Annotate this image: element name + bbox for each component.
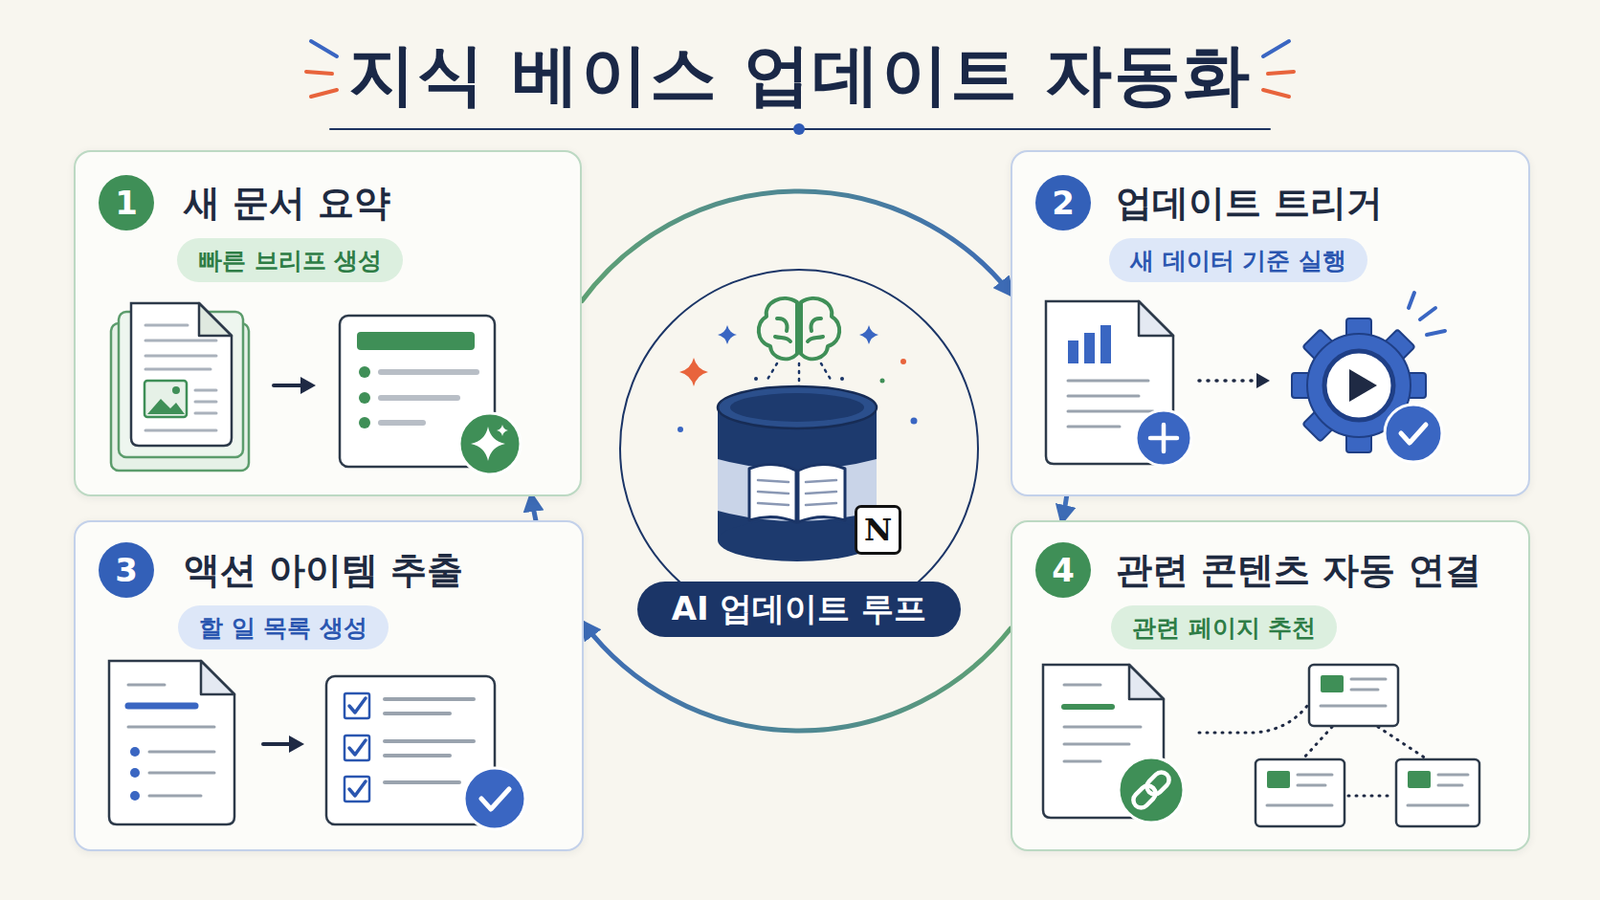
step-number-text: 4 <box>1051 554 1075 587</box>
step-panel: 액션 아이템 추출 3 할 일 목록 생성 <box>73 520 584 852</box>
title-decoration <box>330 128 1270 131</box>
sparkle-decoration <box>911 418 918 425</box>
database-icon <box>730 393 865 423</box>
title-decoration <box>306 71 333 74</box>
database-icon <box>717 386 877 562</box>
step-tag: 관련 페이지 추천 <box>1111 605 1337 650</box>
sparkle-decoration <box>798 363 801 416</box>
title-decoration <box>1267 71 1294 74</box>
title-decoration <box>793 123 805 135</box>
sparkle-decoration <box>679 357 709 387</box>
sparkle-decoration <box>717 325 737 345</box>
sparkle-decoration <box>677 325 918 433</box>
step-heading: 관련 콘텐츠 자동 연결 <box>1115 542 1482 599</box>
database-icon <box>749 464 797 523</box>
database-icon <box>805 503 837 506</box>
logo-letter: N <box>864 514 892 546</box>
step-number-text: 1 <box>114 186 138 220</box>
sparkle-decoration <box>840 377 845 381</box>
notion-logo: N <box>854 505 902 556</box>
loop-arrow <box>581 191 1011 302</box>
step-tag-text: 새 데이터 기준 실행 <box>1130 244 1347 277</box>
step-panel: 새 문서 요약 1 빠른 브리프 생성 <box>73 150 582 497</box>
database-icon <box>757 480 789 483</box>
sparkle-decoration <box>880 378 886 384</box>
brain-icon <box>758 298 840 359</box>
title-decoration <box>311 89 337 97</box>
brain-icon <box>800 298 840 359</box>
brain-icon <box>777 318 788 332</box>
step-tag: 새 데이터 기준 실행 <box>1109 238 1368 283</box>
sparkle-decoration <box>859 325 879 345</box>
database-icon <box>717 519 877 562</box>
title-decoration <box>311 41 337 57</box>
database-icon <box>805 480 837 483</box>
database-icon <box>717 386 877 429</box>
step-number: 1 <box>98 175 155 231</box>
database-icon <box>805 491 837 494</box>
database-icon <box>757 503 789 506</box>
step-panel: 관련 콘텐츠 자동 연결 4 관련 페이지 추천 <box>1010 520 1531 852</box>
loop-pill: AI 업데이트 루프 <box>637 581 961 638</box>
step-number: 3 <box>98 542 155 599</box>
center-circle <box>620 269 978 628</box>
step-heading: 새 문서 요약 <box>183 175 391 231</box>
step-number-text: 3 <box>114 554 138 587</box>
step-tag-text: 빠른 브리프 생성 <box>198 244 382 277</box>
title-decoration <box>1263 41 1289 57</box>
loop-arrow <box>531 496 536 521</box>
step-number: 4 <box>1035 542 1091 599</box>
step-tag: 빠른 브리프 생성 <box>177 238 403 283</box>
brain-icon <box>775 336 791 342</box>
database-icon <box>717 407 877 541</box>
loop-arrow <box>583 623 1011 732</box>
step-number-text: 2 <box>1051 186 1075 220</box>
sparkle-decoration <box>765 363 778 383</box>
step-heading: 업데이트 트리거 <box>1115 175 1383 231</box>
database-icon <box>798 464 845 523</box>
step-panel: 업데이트 트리거 2 새 데이터 기준 실행 <box>1010 150 1531 497</box>
brain-icon <box>758 298 798 359</box>
sparkle-decoration <box>900 358 907 365</box>
loop-label: AI 업데이트 루프 <box>671 587 928 632</box>
step-tag-text: 관련 페이지 추천 <box>1132 612 1316 645</box>
database-icon <box>757 480 837 506</box>
title-decoration <box>1263 89 1289 97</box>
sparkle-decoration <box>754 377 758 381</box>
center-circle <box>620 269 978 628</box>
sparkle-decoration <box>821 363 833 383</box>
sparkle-decoration <box>765 363 833 416</box>
brain-icon <box>810 318 822 332</box>
database-icon <box>757 491 789 494</box>
step-number: 2 <box>1035 175 1091 231</box>
step-tag: 할 일 목록 생성 <box>177 605 389 650</box>
step-tag-text: 할 일 목록 생성 <box>199 612 368 645</box>
brain-icon <box>807 336 823 342</box>
database-icon <box>717 459 877 522</box>
step-heading: 액션 아이템 추출 <box>183 542 464 599</box>
diagram-title: 지식 베이스 업데이트 자동화 <box>0 34 1600 115</box>
sparkle-decoration <box>677 426 684 433</box>
loop-arrow <box>1062 496 1067 521</box>
